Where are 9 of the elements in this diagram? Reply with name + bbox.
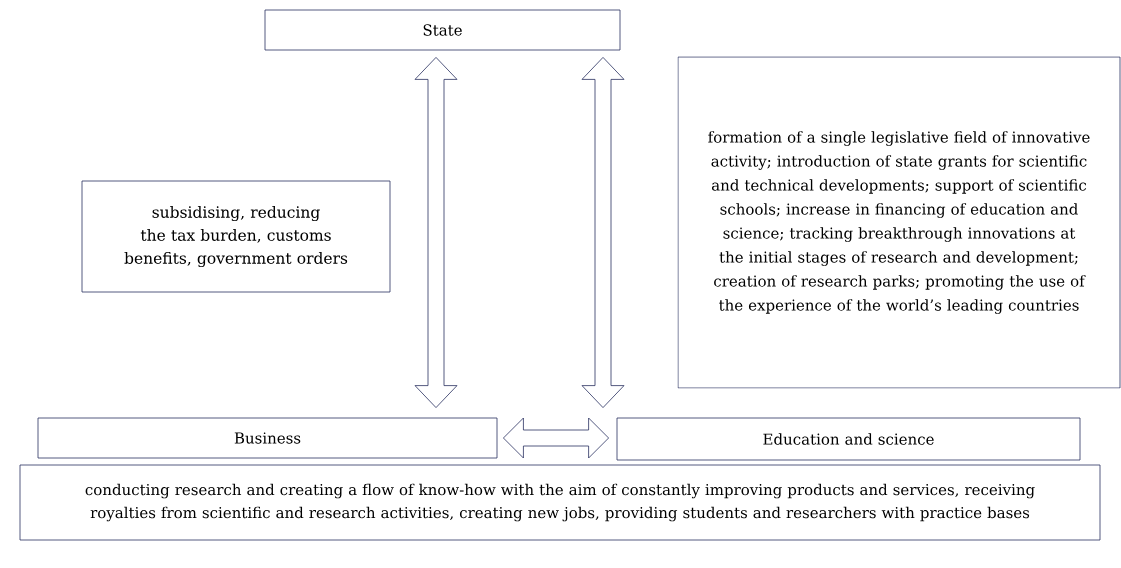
text-box: formation of a single legislative field of innovative activity; introduction of state grants for scientific and technical developments; support of scientific schools; increase in financing of education and science; tracking breakthrough innovations at the initial stages of research and development; creation of research parks; promoting the use of the experience of the world’s leading countries [677,56,1121,389]
double-arrow [581,57,625,408]
text-box: Business [37,417,498,459]
text-box: State [264,9,621,51]
double-arrow [414,57,458,408]
double-arrow [503,417,609,459]
text-box: Education and science [616,417,1081,461]
text-box: subsidising, reducing the tax burden, customs benefits, government orders [81,180,391,293]
text-box: conducting research and creating a flow of know-how with the aim of constantly improving products and services, receiving royalties from scientific and research activities, creating new jobs, providing students and researchers with practice bases [19,464,1101,541]
